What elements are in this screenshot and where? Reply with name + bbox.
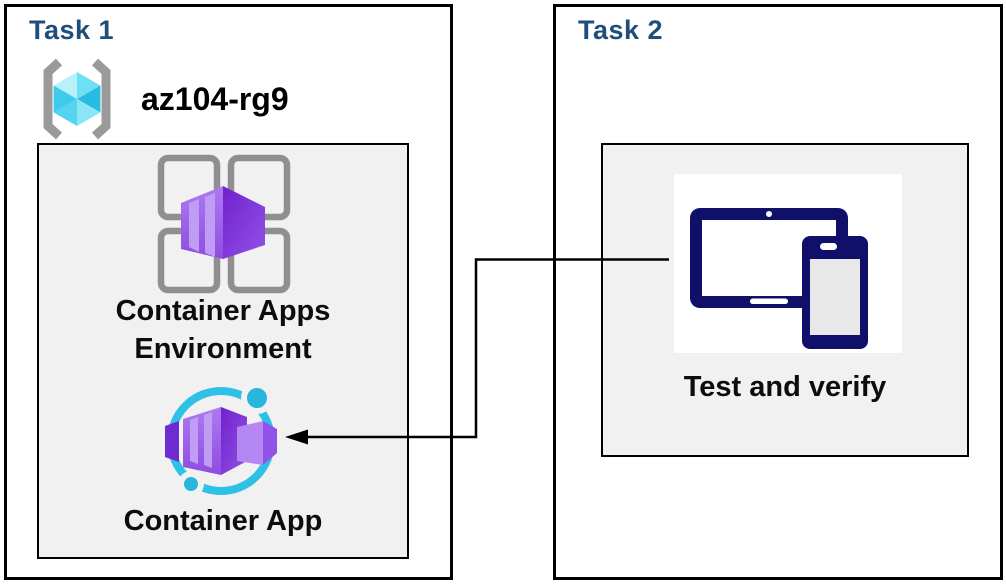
app-orbit-dot-large — [241, 382, 273, 414]
tablet-camera-dot — [766, 211, 772, 217]
container-apps-environment-box: Container Apps Environment — [37, 143, 409, 559]
test-and-verify-label: Test and verify — [683, 371, 887, 403]
app-orbit-dot-small — [178, 471, 204, 497]
resource-group-cube — [53, 72, 101, 126]
phone-speaker-slot — [820, 243, 837, 250]
test-and-verify-box: Test and verify — [601, 143, 969, 457]
task2-title: Task 2 — [578, 15, 664, 45]
resource-group-icon — [43, 58, 111, 140]
tablet-home-bar — [750, 298, 788, 304]
container-apps-environment-icon — [157, 154, 291, 294]
app-container-cube — [165, 407, 277, 475]
tablet-and-phone-icon — [690, 208, 868, 349]
environment-container-cube — [181, 186, 265, 259]
task1-title: Task 1 — [29, 15, 115, 45]
container-app-label: Container App — [123, 505, 323, 537]
container-app-icon — [165, 382, 277, 497]
resource-group-name: az104-rg9 — [141, 80, 289, 117]
phone-icon — [802, 236, 868, 349]
resource-group-row: az104-rg9 — [29, 55, 289, 143]
task2-panel: Task 2 Test and verify — [553, 4, 1003, 580]
container-apps-environment-label: Container Apps Environment — [115, 295, 331, 365]
task1-panel: Task 1 az104-rg9 — [4, 4, 453, 580]
phone-screen — [810, 259, 860, 335]
devices-icon-card — [674, 174, 902, 353]
